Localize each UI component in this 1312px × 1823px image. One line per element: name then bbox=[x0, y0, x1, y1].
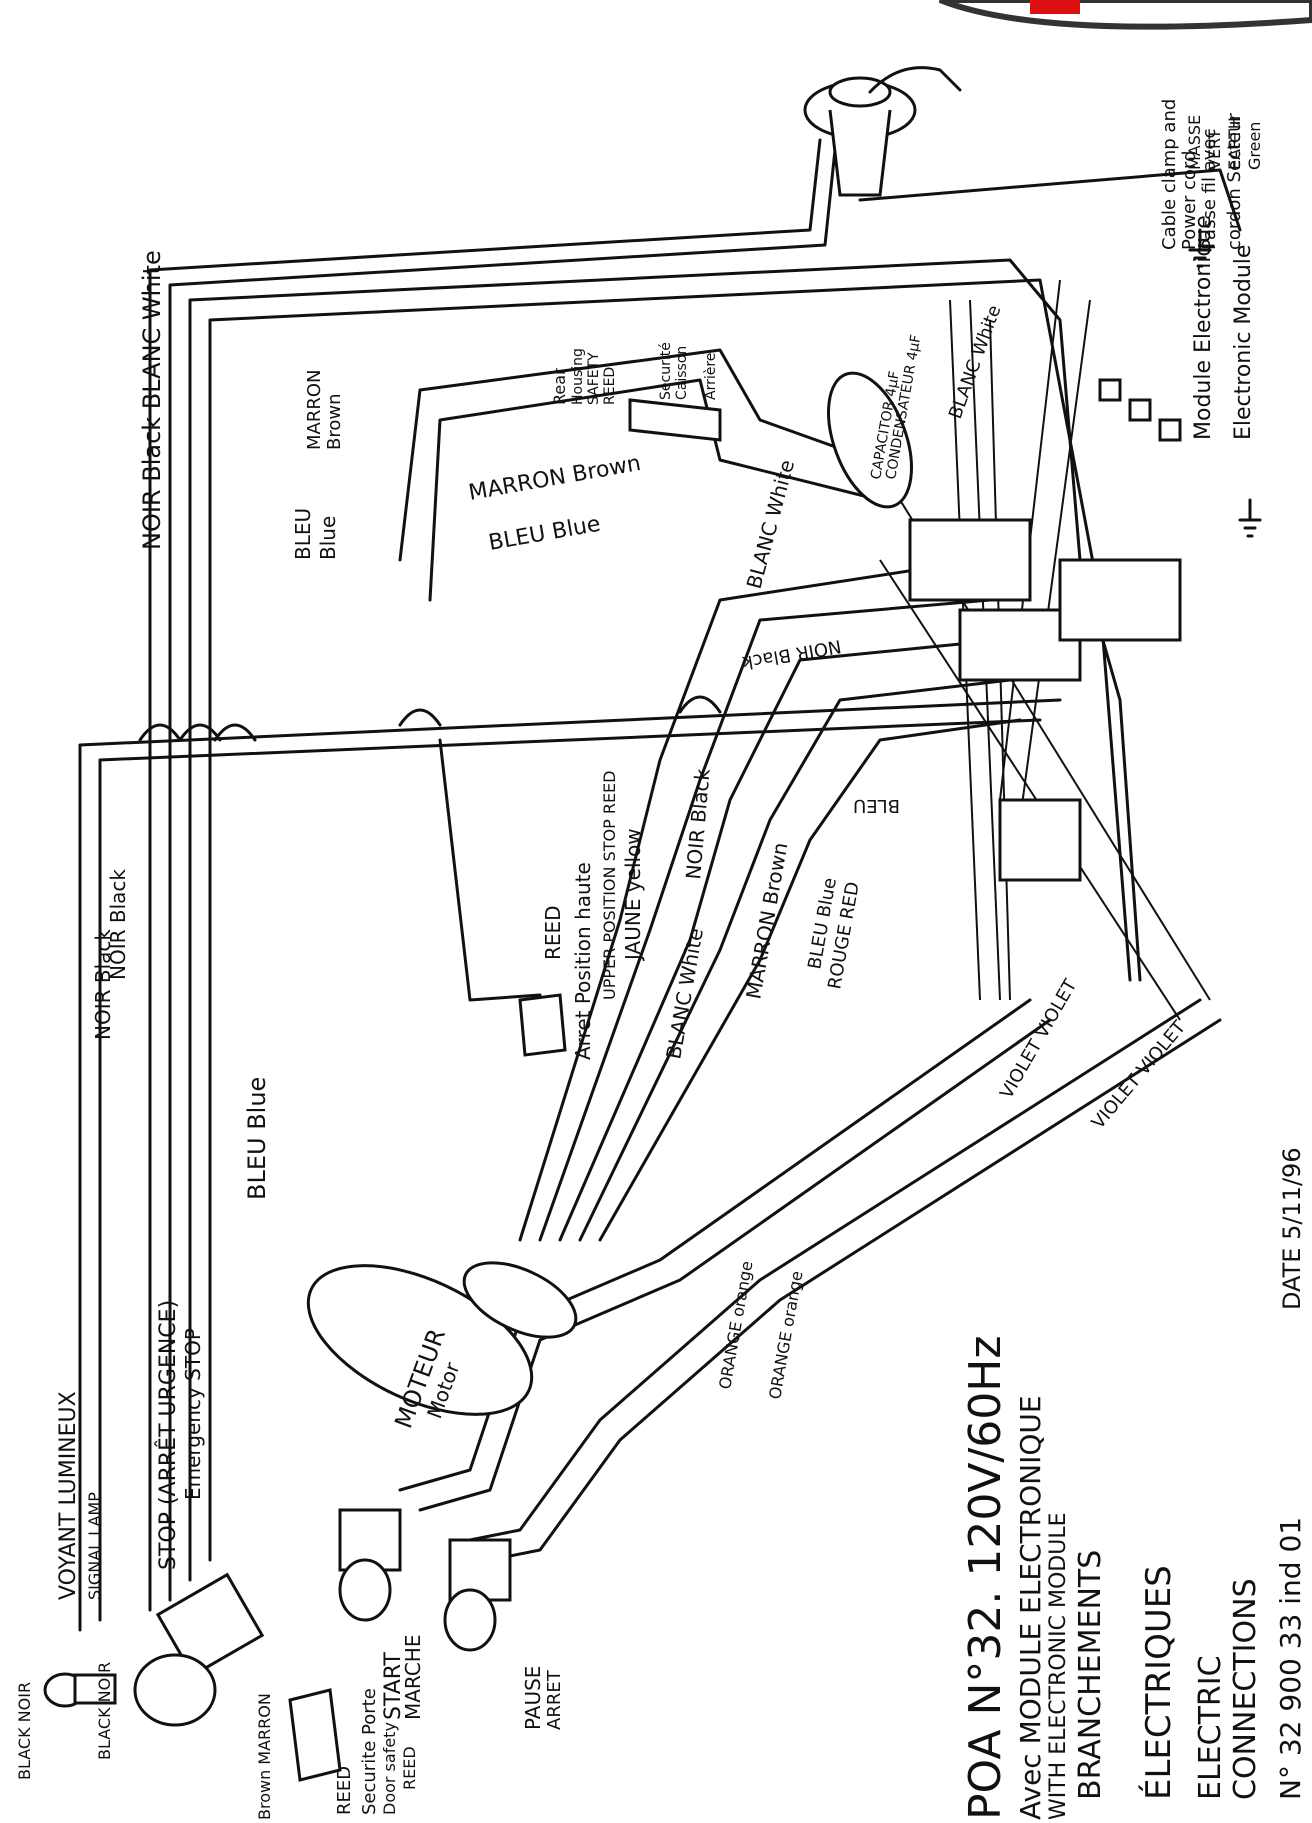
title-line8: N° 32 900 33 ind 01 bbox=[1274, 1517, 1307, 1800]
title-block: POA N°32. 120V/60Hz Avec MODULE ELECTRON… bbox=[960, 1147, 1307, 1820]
title-line3: WITH ELECTRONIC MODULE bbox=[1046, 1513, 1071, 1820]
label-black-noir2: BLACK NOIR bbox=[95, 1662, 114, 1760]
signal-lamp bbox=[43, 1672, 117, 1708]
label-pause-en: PAUSE bbox=[521, 1666, 545, 1730]
label-door-reed-2: Securite Porte bbox=[359, 1688, 380, 1815]
label-power-3: Passe fil avec bbox=[1199, 129, 1220, 250]
label-noir-blanc-top: NOIR Black BLANC White bbox=[138, 250, 166, 550]
start-switch bbox=[338, 1508, 402, 1622]
electronic-module bbox=[908, 378, 1182, 882]
label-violet2: VIOLET VIOLET bbox=[1088, 1016, 1191, 1133]
label-ground-3: EARTH bbox=[1225, 117, 1244, 170]
label-bleu-left: BLEU Blue bbox=[243, 1077, 271, 1200]
label-door-reed-1: REED bbox=[334, 1766, 355, 1815]
label-marron-brown-top: MARRON Brown bbox=[467, 451, 643, 506]
label-power-2: Power cord bbox=[1179, 150, 1200, 250]
rear-housing-reed bbox=[628, 398, 722, 442]
label-power-1: Cable clamp and bbox=[1159, 99, 1180, 250]
label-stop-fr: STOP (ARRÊT URGENCE) bbox=[155, 1300, 181, 1570]
title-line7: CONNECTIONS bbox=[1228, 1578, 1263, 1800]
label-noir-black-lamp: NOIR Black bbox=[91, 929, 115, 1040]
label-rear-reed-2: Housing bbox=[570, 348, 586, 405]
title-line6: ELECTRIC bbox=[1193, 1655, 1228, 1800]
label-upper-reed-2: Arret Position haute bbox=[571, 862, 595, 1060]
label-noir-black-switch: NOIR Black bbox=[740, 635, 843, 673]
label-rear-reed-6: Caisson bbox=[674, 346, 690, 400]
label-brown-side: Brown bbox=[324, 394, 345, 451]
label-start-en: START bbox=[381, 1652, 406, 1720]
label-noir-mid: NOIR Black bbox=[681, 767, 715, 880]
title-line2: Avec MODULE ELECTRONIQUE bbox=[1014, 1395, 1047, 1820]
label-rear-reed-4: REED bbox=[602, 367, 618, 405]
label-jaune: JAUNE yellow bbox=[621, 828, 645, 962]
label-blanc-mid: BLANC White bbox=[742, 457, 799, 591]
motor bbox=[306, 1261, 578, 1416]
label-module-fr: Module Electronique bbox=[1191, 215, 1216, 440]
pause-switch bbox=[443, 1538, 512, 1652]
label-module-en: Electronic Module bbox=[1231, 245, 1256, 440]
title-line5: ÉLECTRIQUES bbox=[1138, 1565, 1179, 1800]
label-rear-reed-5: Sécurité bbox=[658, 342, 674, 400]
logo-corner bbox=[938, 0, 1312, 30]
door-safety-reed bbox=[288, 1688, 342, 1782]
label-marron-side: MARRON bbox=[304, 370, 325, 451]
label-lamp-fr: VOYANT LUMINEUX bbox=[56, 1391, 81, 1600]
label-rear-reed-3: SAFETY bbox=[586, 352, 602, 405]
label-door-reed-3: Door safety bbox=[380, 1722, 399, 1815]
label-rear-reed-1: Rear bbox=[550, 368, 569, 405]
label-ground-1: MASSE bbox=[1185, 115, 1204, 170]
label-brown-marron: Brown MARRON bbox=[255, 1693, 274, 1820]
label-start-fr: MARCHE bbox=[401, 1635, 425, 1720]
label-bleu-switch: BLEU bbox=[853, 795, 900, 816]
title-date: DATE 5/11/96 bbox=[1278, 1147, 1306, 1310]
label-power-4: cordon Secteur bbox=[1224, 113, 1245, 250]
label-bleu-blue-top: BLEU Blue bbox=[487, 512, 603, 556]
label-black-noir: BLACK NOIR bbox=[15, 1682, 34, 1780]
power-cord-clamp bbox=[803, 66, 962, 197]
label-blue-side: Blue bbox=[316, 516, 340, 560]
title-line4: BRANCHEMENTS bbox=[1073, 1550, 1108, 1800]
upper-position-reed bbox=[518, 993, 567, 1057]
label-orange2: ORANGE orange bbox=[765, 1269, 806, 1400]
label-upper-reed-3: UPPER POSITION STOP REED bbox=[600, 771, 619, 1001]
title-line1: POA N°32. 120V/60Hz bbox=[960, 1336, 1011, 1820]
label-ground-2: VERT bbox=[1205, 129, 1224, 170]
capacitor bbox=[827, 371, 913, 509]
label-rear-reed-7: Arrière bbox=[703, 353, 719, 400]
label-marron-low: MARRON Brown bbox=[741, 841, 792, 1001]
label-noir-black-lamp2: NOIR Black bbox=[106, 869, 130, 980]
label-bleu-side: BLEU bbox=[291, 508, 315, 560]
label-upper-reed-1: REED bbox=[541, 905, 565, 960]
label-ground-4: Green bbox=[1245, 122, 1264, 170]
label-lamp-en: SIGNAL LAMP bbox=[85, 1492, 104, 1600]
emergency-stop bbox=[133, 1572, 265, 1727]
label-pause-fr: ARRET bbox=[544, 1669, 565, 1730]
label-stop-en: Emergency STOP bbox=[181, 1328, 205, 1500]
label-door-reed-4: REED bbox=[400, 1746, 419, 1790]
